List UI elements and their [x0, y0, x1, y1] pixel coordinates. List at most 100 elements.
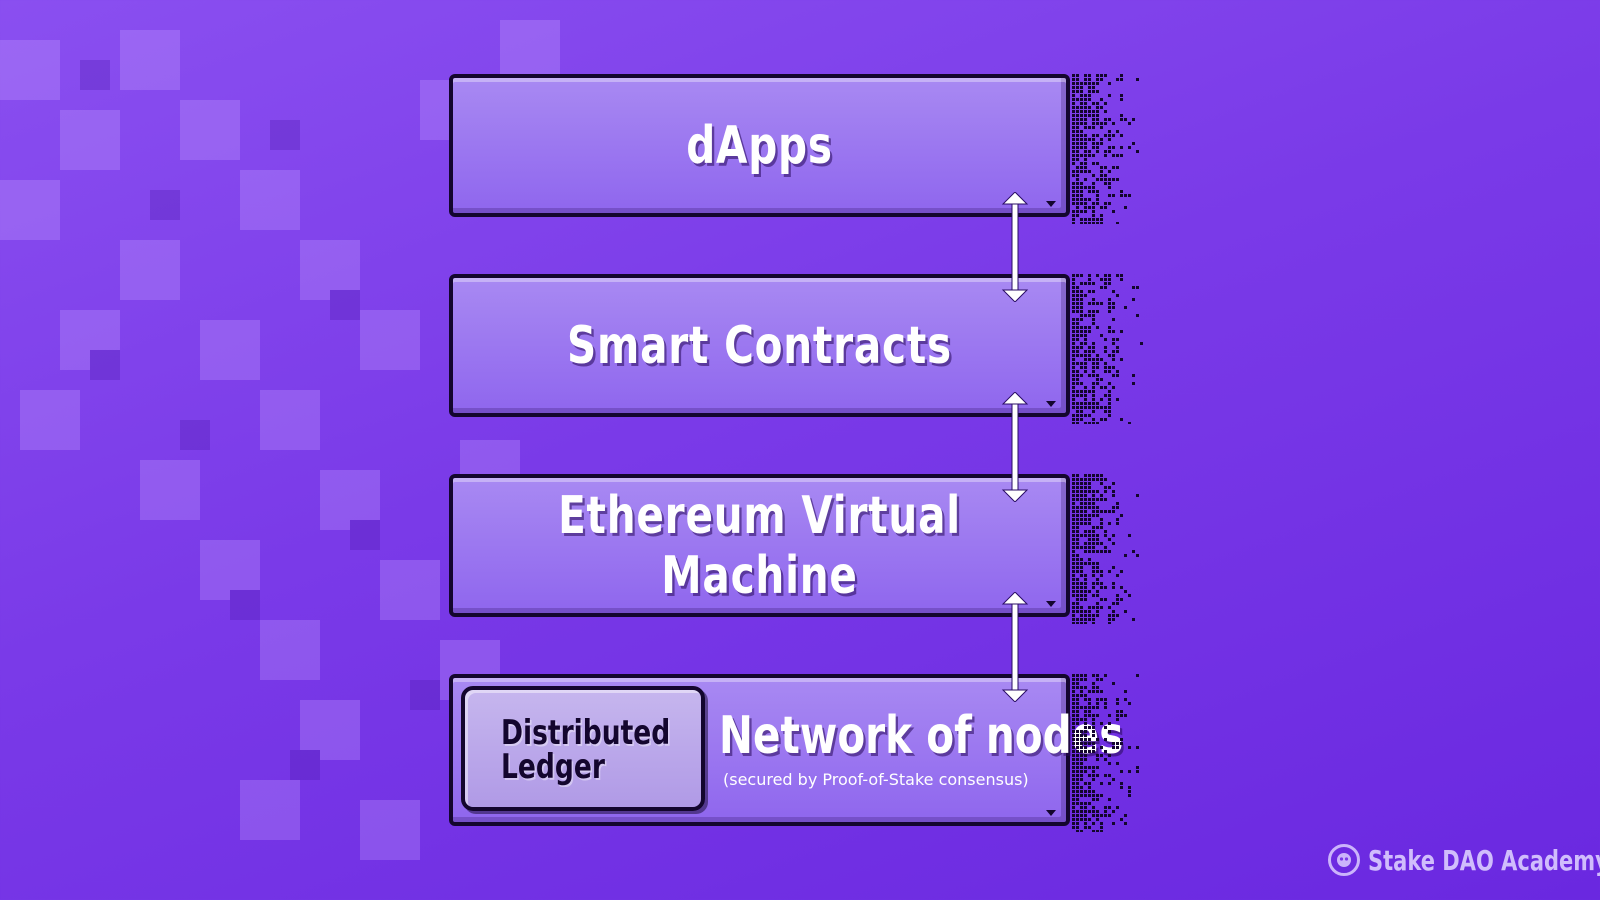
dither-pixel: [1072, 322, 1075, 325]
dither-pixel: [1108, 398, 1111, 401]
dither-pixel: [1100, 498, 1103, 501]
dither-pixel: [1072, 734, 1075, 737]
dither-pixel: [1072, 294, 1075, 297]
dither-pixel: [1084, 694, 1087, 697]
dither-pixel: [1072, 490, 1075, 493]
dither-pixel: [1096, 106, 1099, 109]
dither-pixel: [1080, 758, 1083, 761]
layer-dapps: dApps: [449, 74, 1070, 217]
dither-pixel: [1084, 82, 1087, 85]
dither-pixel: [1080, 506, 1083, 509]
dither-pixel: [1072, 306, 1075, 309]
dither-pixel: [1096, 566, 1099, 569]
dither-pixel: [1092, 766, 1095, 769]
dither-pixel: [1072, 754, 1075, 757]
dither-pixel: [1108, 134, 1111, 137]
dither-pixel: [1124, 206, 1127, 209]
dither-pixel: [1088, 538, 1091, 541]
dither-pixel: [1088, 590, 1091, 593]
dither-pixel: [1076, 330, 1079, 333]
dither-pixel: [1092, 490, 1095, 493]
dither-pixel: [1088, 106, 1091, 109]
dither-pixel: [1088, 390, 1091, 393]
dither-pixel: [1092, 342, 1095, 345]
dither-pixel: [1108, 354, 1111, 357]
dither-pixel: [1084, 766, 1087, 769]
dither-pixel: [1136, 314, 1139, 317]
dither-pixel: [1136, 770, 1139, 773]
dither-pixel: [1080, 746, 1083, 749]
dither-pixel: [1088, 558, 1091, 561]
dither-pixel: [1076, 798, 1079, 801]
dither-pixel: [1084, 782, 1087, 785]
dither-pixel: [1116, 598, 1119, 601]
dither-pixel: [1092, 614, 1095, 617]
dither-pixel: [1116, 502, 1119, 505]
dither-pixel: [1092, 686, 1095, 689]
dither-pixel: [1072, 342, 1075, 345]
dither-pixel: [1096, 362, 1099, 365]
dither-pixel: [1120, 586, 1123, 589]
dither-pixel: [1116, 294, 1119, 297]
dither-pixel: [1096, 706, 1099, 709]
dither-pixel: [1136, 554, 1139, 557]
dither-pixel: [1100, 386, 1103, 389]
dither-pixel: [1076, 166, 1079, 169]
dither-pixel: [1080, 674, 1083, 677]
dither-pixel: [1076, 106, 1079, 109]
dither-pixel: [1084, 590, 1087, 593]
dither-pixel: [1072, 546, 1075, 549]
dither-pixel: [1076, 350, 1079, 353]
dither-pixel: [1104, 286, 1107, 289]
dither-pixel: [1104, 74, 1107, 77]
dither-pixel: [1072, 150, 1075, 153]
dither-pixel: [1092, 298, 1095, 301]
dither-pixel: [1096, 818, 1099, 821]
dither-pixel: [1088, 534, 1091, 537]
layer-label: dApps: [686, 115, 833, 176]
dither-pixel: [1092, 618, 1095, 621]
dither-pixel: [1124, 814, 1127, 817]
dither-pixel: [1112, 494, 1115, 497]
dither-pixel: [1108, 330, 1111, 333]
dither-pixel: [1076, 474, 1079, 477]
dither-pixel: [1072, 554, 1075, 557]
dither-pixel: [1108, 382, 1111, 385]
dither-pixel: [1100, 598, 1103, 601]
dither-pixel: [1080, 146, 1083, 149]
dither-pixel: [1112, 542, 1115, 545]
dither-pixel: [1084, 806, 1087, 809]
dither-pixel: [1108, 570, 1111, 573]
dither-pixel: [1072, 186, 1075, 189]
dither-pixel: [1084, 714, 1087, 717]
dither-pixel: [1072, 130, 1075, 133]
dither-pixel: [1076, 766, 1079, 769]
dither-pixel: [1084, 710, 1087, 713]
dither-pixel: [1092, 410, 1095, 413]
dither-pixel: [1084, 170, 1087, 173]
dither-pixel: [1080, 142, 1083, 145]
dither-pixel: [1076, 814, 1079, 817]
dither-pixel: [1112, 778, 1115, 781]
dither-pixel: [1072, 678, 1075, 681]
dither-pixel: [1128, 794, 1131, 797]
dither-pixel: [1080, 478, 1083, 481]
dither-pixel: [1072, 382, 1075, 385]
dither-pixel: [1080, 86, 1083, 89]
dither-pixel: [1080, 106, 1083, 109]
dither-pixel: [1080, 518, 1083, 521]
dither-pixel: [1076, 274, 1079, 277]
dither-pixel: [1084, 206, 1087, 209]
dither-pixel: [1088, 150, 1091, 153]
dither-pixel: [1092, 138, 1095, 141]
dither-pixel: [1092, 770, 1095, 773]
dither-pixel: [1088, 278, 1091, 281]
dither-pixel: [1116, 614, 1119, 617]
dither-pixel: [1100, 526, 1103, 529]
dither-pixel: [1076, 74, 1079, 77]
dither-pixel: [1076, 546, 1079, 549]
dither-pixel: [1108, 538, 1111, 541]
dither-pixel: [1092, 154, 1095, 157]
dither-pixel: [1076, 706, 1079, 709]
dither-pixel: [1080, 534, 1083, 537]
